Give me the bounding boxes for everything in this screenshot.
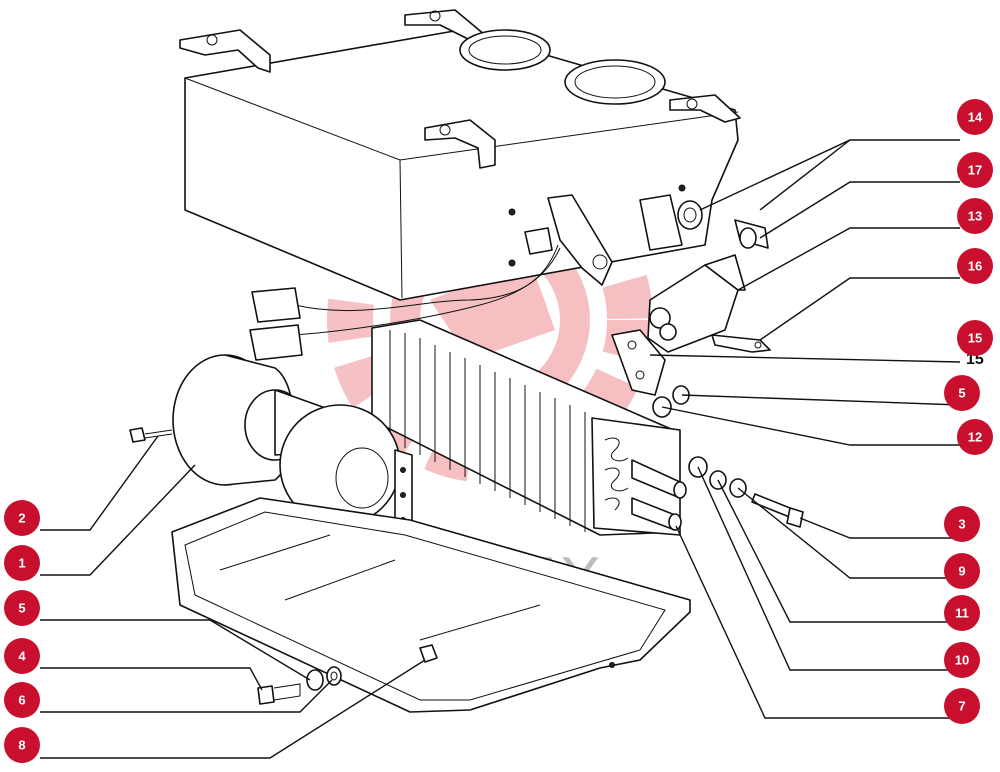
callout-5-left: 5 [4,590,40,626]
callout-1: 1 [4,545,40,581]
callout-10: 10 [944,642,980,678]
callout-6: 6 [4,682,40,718]
svg-text:2: 2 [18,511,25,526]
svg-text:14: 14 [968,110,983,125]
water-valve [611,254,771,396]
leader-lines [40,139,961,759]
svg-text:17: 17 [968,163,982,178]
callouts-left: 2 1 5 4 6 8 [4,500,40,763]
svg-text:12: 12 [968,430,982,445]
svg-text:13: 13 [968,209,982,224]
svg-text:1: 1 [18,556,25,571]
svg-text:6: 6 [18,693,25,708]
svg-text:16: 16 [968,259,982,274]
svg-text:5: 5 [958,386,965,401]
svg-text:11: 11 [955,606,969,621]
svg-text:10: 10 [955,653,969,668]
callout-7: 7 [944,688,980,724]
callout-3: 3 [944,506,980,542]
callout-17: 17 [957,152,993,188]
svg-text:9: 9 [958,564,965,579]
hardware-left [129,427,438,705]
svg-text:5: 5 [18,601,25,616]
svg-text:4: 4 [18,649,26,664]
callout-14: 14 [957,99,993,135]
valve-bracket [524,194,613,286]
svg-text:8: 8 [18,738,25,753]
callout-8: 8 [4,727,40,763]
callout-13: 13 [957,198,993,234]
callout-4: 4 [4,638,40,674]
callout-11: 11 [944,595,980,631]
hose-fittings [639,194,769,251]
svg-text:15: 15 [968,331,982,346]
svg-text:7: 7 [958,699,965,714]
callout-2: 2 [4,500,40,536]
heater-housing [179,9,741,301]
callout-12: 12 [957,419,993,455]
wiring-harness [249,244,561,361]
callout-15: 15 [957,320,993,356]
heater-core [371,319,687,536]
blower-motor [172,354,413,541]
callout-9: 9 [944,553,980,589]
hardware-right [652,385,804,528]
lower-tray [171,497,691,713]
callout-16: 16 [957,248,993,284]
callouts-right: 14 17 13 16 15 5 12 3 9 11 10 7 [944,99,993,724]
callout-5-right: 5 [944,375,980,411]
svg-text:3: 3 [958,517,965,532]
